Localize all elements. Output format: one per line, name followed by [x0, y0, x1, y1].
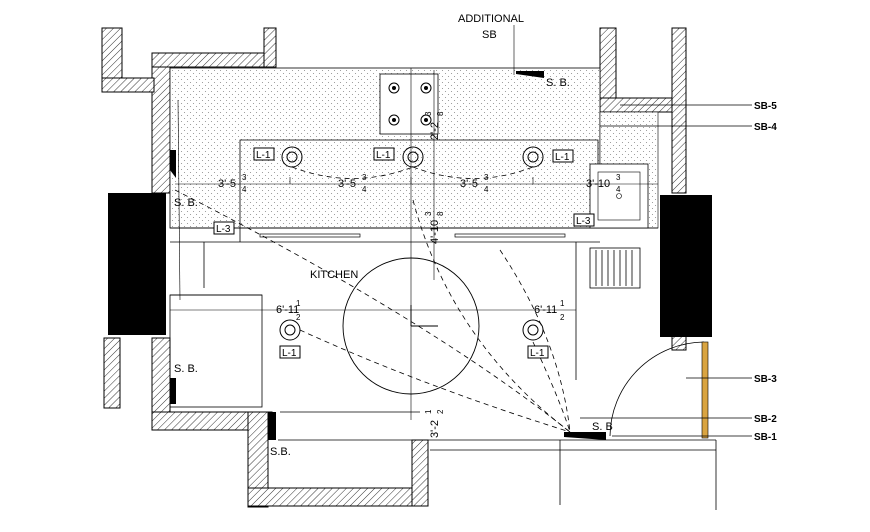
wall-bottom-base — [247, 487, 427, 507]
door-leaf — [701, 341, 709, 439]
wall-left-upper — [151, 52, 171, 194]
sb-top-label: S. B. — [546, 77, 570, 89]
dim-6-11-right: 6'-11 1 2 — [534, 299, 565, 322]
strip-light-right — [454, 233, 566, 238]
door — [609, 341, 709, 439]
svg-text:3: 3 — [616, 173, 621, 182]
dim-3-5-a: 3'-5 3 4 — [218, 173, 247, 194]
tag-l1-d: L-1 — [282, 348, 297, 359]
svg-text:3: 3 — [424, 111, 433, 116]
svg-text:3: 3 — [424, 211, 433, 216]
svg-text:2'-2: 2'-2 — [429, 122, 441, 140]
svg-text:3'-5: 3'-5 — [460, 178, 478, 190]
wall-right-mid — [671, 335, 687, 351]
dim-vertical-4-10: 4'-10 3 8 — [424, 211, 445, 244]
svg-text:8: 8 — [436, 111, 445, 116]
down-light-3 — [522, 146, 544, 168]
room-name-label: KITCHEN — [310, 269, 358, 281]
tag-l1-b: L-1 — [376, 150, 391, 161]
wall-top-left-ledge — [101, 77, 155, 93]
ref-sb5: SB-5 — [754, 101, 777, 112]
svg-text:4'-10: 4'-10 — [429, 220, 441, 244]
reference-leaders — [580, 104, 752, 437]
tag-l3-right: L-3 — [576, 216, 591, 227]
dimension-lines — [170, 25, 658, 420]
dish-rack — [589, 247, 641, 289]
dim-6-11-left: 6'-11 1 2 — [276, 299, 301, 322]
svg-text:2: 2 — [296, 313, 301, 322]
ref-sb4: SB-4 — [754, 122, 777, 133]
tag-l1-a: L-1 — [256, 150, 271, 161]
svg-text:1: 1 — [560, 299, 565, 308]
svg-text:6'-11: 6'-11 — [276, 304, 299, 316]
ref-sb3: SB-3 — [754, 374, 777, 385]
svg-text:4: 4 — [484, 185, 489, 194]
sb-bottom-left-label: S.B. — [270, 446, 291, 458]
switchboard-markers — [170, 71, 606, 440]
tag-l3-left: L-3 — [216, 224, 231, 235]
sb-left-label: S. B. — [174, 197, 198, 209]
svg-text:3: 3 — [484, 173, 489, 182]
wall-left-column-lower — [103, 337, 121, 409]
wall-right-outer — [671, 27, 687, 194]
svg-text:1: 1 — [424, 409, 433, 414]
svg-text:3'-10: 3'-10 — [586, 178, 610, 190]
svg-text:6'-11: 6'-11 — [534, 304, 557, 316]
svg-text:3: 3 — [362, 173, 367, 182]
fixture-tags: L-1 L-1 L-1 L-1 L-1 L-3 L-3 — [213, 147, 595, 359]
ref-sb1: SB-1 — [754, 432, 777, 443]
wall-top-left — [151, 52, 273, 68]
svg-text:4: 4 — [362, 185, 367, 194]
dim-3-10: 3'-10 3 4 — [586, 173, 621, 194]
down-light-4 — [279, 319, 301, 341]
svg-text:8: 8 — [436, 211, 445, 216]
window-left — [108, 193, 166, 335]
svg-text:3'-5: 3'-5 — [338, 178, 356, 190]
svg-text:3'-2: 3'-2 — [429, 420, 441, 438]
dim-3-5-b: 3'-5 3 4 — [338, 173, 367, 194]
wall-bottom-notch-right — [411, 439, 429, 507]
wall-bottom-notch-left — [247, 411, 269, 508]
sb-bottom-right-label: S. B — [592, 421, 613, 433]
strip-light-left — [259, 233, 361, 238]
svg-text:2: 2 — [560, 313, 565, 322]
dim-3-5-c: 3'-5 3 4 — [460, 173, 489, 194]
svg-text:4: 4 — [242, 185, 247, 194]
sb-left-lower-label: S. B. — [174, 363, 198, 375]
additional-sb-label-line2: SB — [482, 29, 497, 41]
svg-text:1: 1 — [296, 299, 301, 308]
svg-text:3'-5: 3'-5 — [218, 178, 236, 190]
dim-vertical-2-2: 2'-2 3 8 — [424, 111, 445, 140]
svg-text:4: 4 — [616, 185, 621, 194]
svg-text:3: 3 — [242, 173, 247, 182]
room-outlines — [169, 139, 717, 510]
window-right — [660, 195, 712, 337]
wall-top-left-stub — [263, 27, 277, 68]
additional-sb-label-line1: ADDITIONAL — [458, 13, 524, 25]
ref-sb2: SB-2 — [754, 414, 777, 425]
dim-vertical-3-2: 3'-2 1 2 — [424, 409, 445, 438]
hob — [379, 73, 439, 135]
sink — [589, 163, 649, 229]
tag-l1-e: L-1 — [530, 348, 545, 359]
tag-l1-c: L-1 — [555, 152, 570, 163]
svg-text:2: 2 — [436, 409, 445, 414]
